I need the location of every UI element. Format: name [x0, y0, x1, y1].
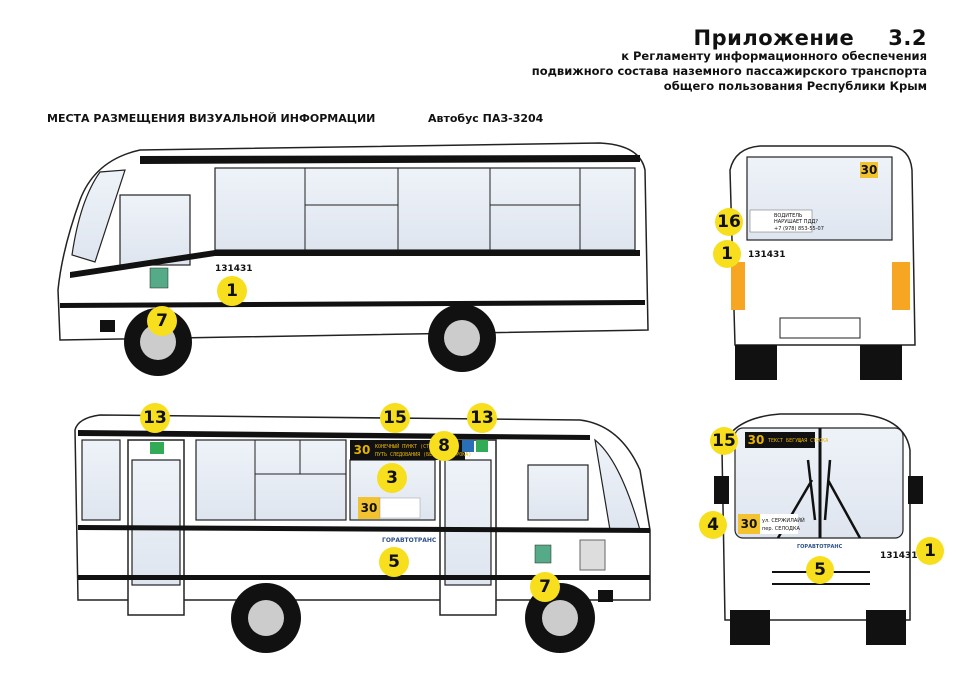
front-sign-line: ул. СЕРЖИЛАЙЙ — [762, 517, 805, 524]
marker: 5 — [379, 547, 409, 577]
led-text: КОНЕЧНЫЙ ПУНКТ (СТАТИЧ.) — [375, 443, 447, 450]
front-plate-number: 131431 — [880, 551, 918, 561]
subtitle-line: подвижного состава наземного пассажирско… — [531, 64, 927, 78]
marker: 5 — [806, 556, 834, 584]
marker: 1 — [713, 240, 741, 268]
brand-logo-text: ГОРАВТОТРАНС — [382, 537, 437, 544]
svg-text:13: 13 — [143, 408, 167, 428]
svg-text:7: 7 — [539, 577, 551, 597]
svg-text:16: 16 — [717, 212, 741, 232]
marker: 7 — [530, 572, 560, 602]
bus-front-view: 30 ТЕКСТ БЕГУЩАЯ СТРОКА 30 ул. СЕРЖИЛАЙЙ… — [699, 413, 944, 645]
bus-left-side-view: 131431 1 7 — [57, 142, 649, 376]
rear-sign-line: НАРУШАЕТ ПДД? — [774, 219, 818, 225]
svg-text:13: 13 — [470, 408, 494, 428]
svg-text:1: 1 — [226, 281, 238, 301]
svg-text:4: 4 — [707, 515, 719, 535]
bus-right-side-view: 30 КОНЕЧНЫЙ ПУНКТ (СТАТИЧ.) ПУТЬ СЛЕДОВА… — [74, 403, 651, 653]
svg-text:15: 15 — [383, 408, 407, 428]
appendix-title: Приложение 3.2 — [694, 26, 927, 50]
marker: 1 — [916, 537, 944, 565]
marker: 8 — [429, 431, 459, 461]
marker: 15 — [710, 427, 738, 455]
led-route: 30 — [354, 443, 371, 457]
rear-sign-line: ВОДИТЕЛЬ — [774, 213, 803, 219]
side-plate-number: 131431 — [215, 264, 253, 274]
rear-sign-line: +7 (978) 853-55-07 — [774, 226, 824, 232]
marker: 3 — [377, 463, 407, 493]
rear-route-plate: 30 — [861, 163, 878, 177]
marker: 1 — [217, 276, 247, 306]
subtitle-line: к Регламенту информационного обеспечения — [621, 49, 927, 63]
subtitle-line: общего пользования Республики Крым — [663, 79, 927, 93]
led-text-2: ПУТЬ СЛЕДОВАНИЯ (БЕГУЩАЯ СТРОКА) — [375, 452, 471, 458]
svg-text:7: 7 — [156, 311, 168, 331]
marker: 7 — [147, 306, 177, 336]
marker: 16 — [715, 208, 743, 236]
front-brand-text: ГОРАВТОТРАНС — [797, 544, 843, 550]
svg-text:3: 3 — [386, 468, 398, 488]
svg-text:5: 5 — [814, 560, 826, 580]
svg-text:1: 1 — [924, 541, 936, 561]
marker: 15 — [380, 403, 410, 433]
bus-rear-view: 30 ВОДИТЕЛЬ НАРУШАЕТ ПДД? +7 (978) 853-5… — [713, 145, 916, 380]
front-route-plate: 30 — [741, 517, 758, 531]
svg-text:1: 1 — [721, 244, 733, 264]
rear-plate-number: 131431 — [748, 250, 786, 260]
title-text: Приложение — [693, 26, 855, 50]
section-label: МЕСТА РАЗМЕЩЕНИЯ ВИЗУАЛЬНОЙ ИНФОРМАЦИИ — [47, 112, 376, 125]
appendix-number: 3.2 — [888, 26, 927, 50]
appendix-subtitle: к Регламенту информационного обеспечения… — [532, 49, 927, 94]
marker: 13 — [140, 403, 170, 433]
bus-model-label: Автобус ПАЗ-3204 — [428, 112, 544, 125]
front-led-route: 30 — [748, 433, 765, 447]
svg-text:5: 5 — [388, 552, 400, 572]
marker: 13 — [467, 403, 497, 433]
front-sign-line: пер. СЕЛОДКА — [762, 526, 800, 532]
side-route-plate: 30 — [361, 501, 378, 515]
front-led-text: ТЕКСТ БЕГУЩАЯ СТРОКА — [768, 438, 828, 444]
marker: 4 — [699, 511, 727, 539]
svg-text:15: 15 — [712, 431, 736, 451]
svg-text:8: 8 — [438, 436, 450, 456]
